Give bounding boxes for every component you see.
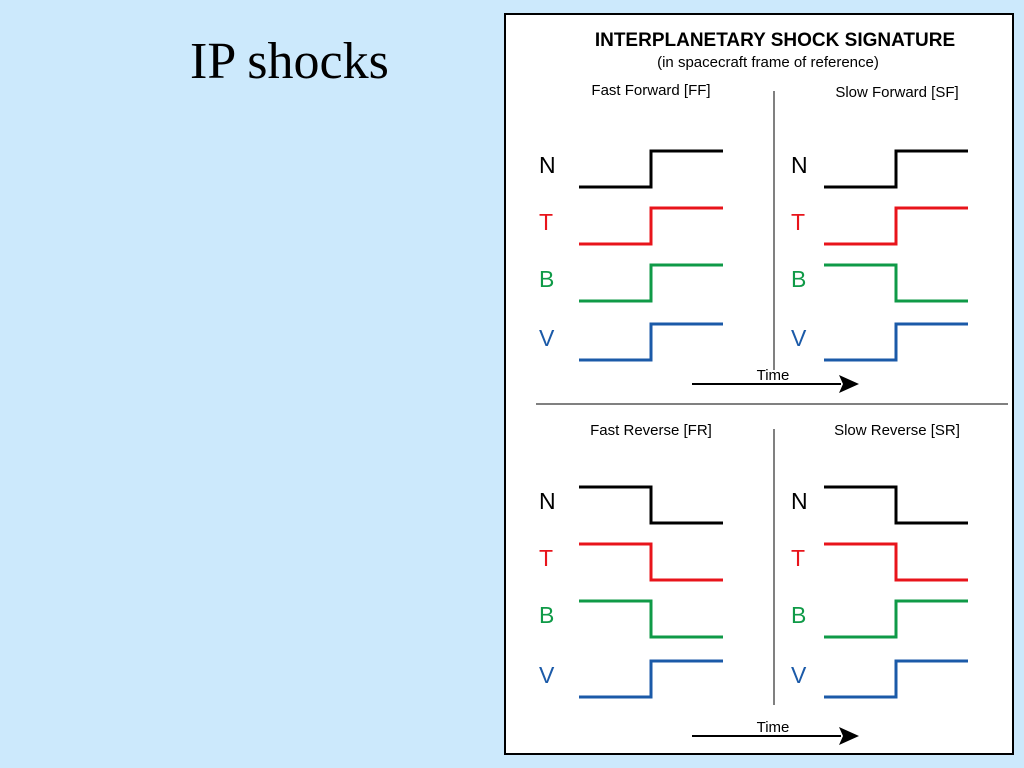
- step-trace-b-up: [579, 263, 723, 303]
- step-trace-n-down: [824, 485, 968, 525]
- step-trace-t-down: [824, 542, 968, 582]
- step-trace-v-up: [579, 659, 723, 699]
- signal-label-t: T: [539, 545, 553, 571]
- quadrant-4: Slow Reverse [SR] N T B V: [791, 422, 968, 699]
- step-trace-t-up: [579, 206, 723, 246]
- quadrant-1: Fast Forward [FF] N T B V: [539, 82, 723, 362]
- signal-label-b: B: [791, 266, 806, 292]
- signal-label-t: T: [791, 209, 805, 235]
- step-trace-v-up: [824, 322, 968, 362]
- step-trace-b-down: [824, 263, 968, 303]
- step-trace-n-up: [579, 149, 723, 189]
- signal-label-n: N: [539, 488, 556, 514]
- time-axis-bottom: Time: [692, 719, 859, 745]
- time-axis-top: Time: [692, 367, 859, 393]
- signal-label-b: B: [539, 266, 554, 292]
- signal-label-n: N: [791, 152, 808, 178]
- signal-label-n: N: [539, 152, 556, 178]
- signal-label-n: N: [791, 488, 808, 514]
- shock-signature-diagram: INTERPLANETARY SHOCK SIGNATURE (in space…: [536, 30, 1008, 745]
- step-trace-v-up: [824, 659, 968, 699]
- signal-label-v: V: [539, 325, 555, 351]
- figure-subtitle: (in spacecraft frame of reference): [657, 54, 879, 71]
- signal-label-t: T: [791, 545, 805, 571]
- step-trace-t-up: [824, 206, 968, 246]
- quadrant-2: Slow Forward [SF] N T B V: [791, 84, 968, 362]
- time-label-top: Time: [757, 367, 790, 384]
- quadrant-3: Fast Reverse [FR] N T B V: [539, 422, 723, 699]
- step-trace-n-up: [824, 149, 968, 189]
- signal-label-v: V: [539, 662, 555, 688]
- signal-label-b: B: [791, 602, 806, 628]
- signal-label-v: V: [791, 325, 807, 351]
- signal-label-b: B: [539, 602, 554, 628]
- quadrant-title: Slow Forward [SF]: [835, 84, 958, 101]
- signal-label-t: T: [539, 209, 553, 235]
- step-trace-v-up: [579, 322, 723, 362]
- shock-signature-figure: INTERPLANETARY SHOCK SIGNATURE (in space…: [504, 13, 1014, 755]
- time-arrow-head: [839, 375, 859, 393]
- quadrant-title: Slow Reverse [SR]: [834, 422, 960, 439]
- step-trace-n-down: [579, 485, 723, 525]
- slide-title: IP shocks: [190, 33, 389, 90]
- time-arrow-head: [839, 727, 859, 745]
- quadrant-title: Fast Reverse [FR]: [590, 422, 712, 439]
- step-trace-b-up: [824, 599, 968, 639]
- figure-title: INTERPLANETARY SHOCK SIGNATURE: [595, 30, 955, 51]
- signal-label-v: V: [791, 662, 807, 688]
- step-trace-t-down: [579, 542, 723, 582]
- quadrant-title: Fast Forward [FF]: [591, 82, 710, 99]
- time-label-bottom: Time: [757, 719, 790, 736]
- step-trace-b-down: [579, 599, 723, 639]
